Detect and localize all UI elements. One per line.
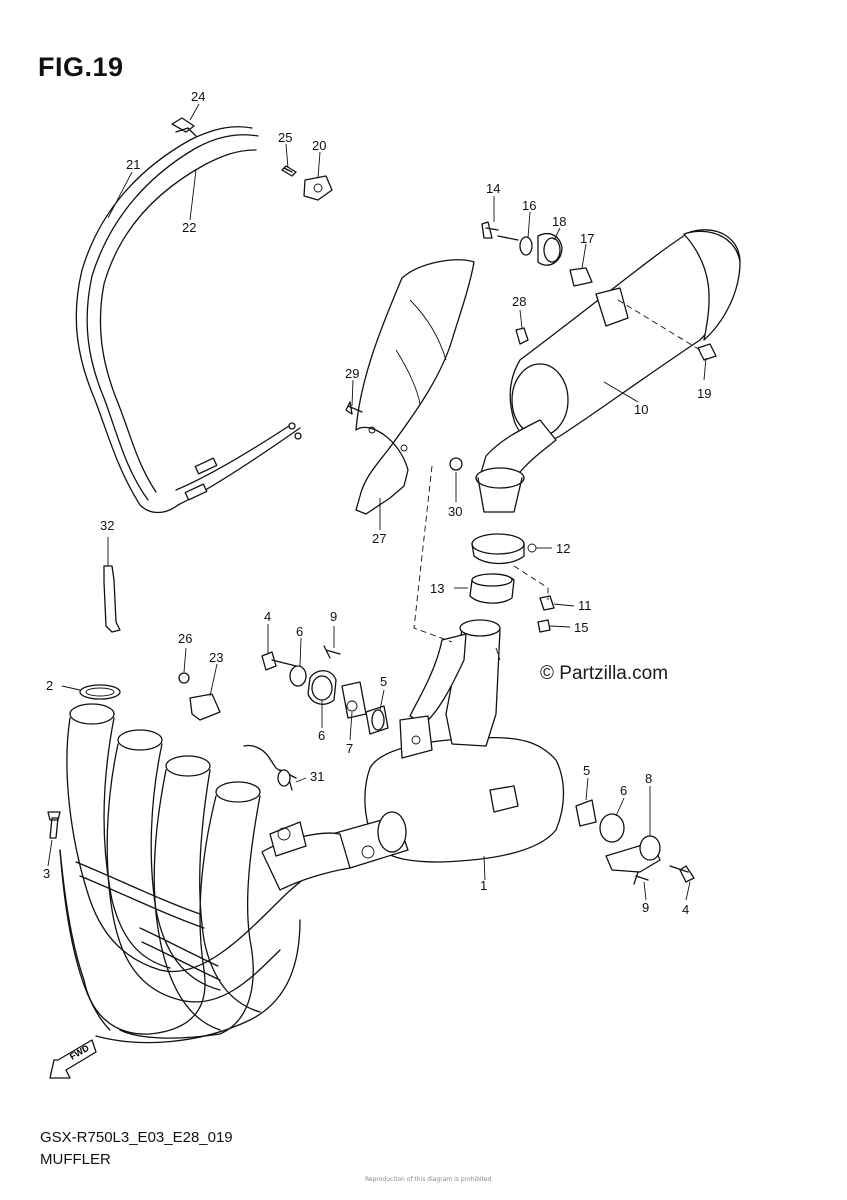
callout-24: 24 xyxy=(191,89,205,104)
callout-6: 6 xyxy=(318,728,325,743)
callout-2: 2 xyxy=(46,678,53,693)
callout-6: 6 xyxy=(296,624,303,639)
callout-1: 1 xyxy=(480,878,487,893)
callout-14: 14 xyxy=(486,181,500,196)
callout-9: 9 xyxy=(330,609,337,624)
bracket-32 xyxy=(103,565,121,633)
exhaust-header-pipes xyxy=(59,684,351,1044)
callout-5: 5 xyxy=(380,674,387,689)
callout-17: 17 xyxy=(580,231,594,246)
callout-30: 30 xyxy=(448,504,462,519)
partzilla-watermark: © Partzilla.com xyxy=(540,663,669,684)
callout-3: 3 xyxy=(43,866,50,881)
assembly-guide-lines xyxy=(413,299,701,661)
main-muffler xyxy=(331,619,565,869)
washer-30 xyxy=(449,457,463,471)
callout-leader-lines xyxy=(47,103,707,901)
diagram-name: MUFFLER xyxy=(40,1151,111,1168)
callout-25: 25 xyxy=(278,130,292,145)
callout-20: 20 xyxy=(312,138,326,153)
callout-19: 19 xyxy=(697,386,711,401)
callout-15: 15 xyxy=(574,620,588,635)
exhaust-valve-cables xyxy=(75,117,333,514)
heat-shield xyxy=(345,259,475,515)
callout-29: 29 xyxy=(345,366,359,381)
callout-4: 4 xyxy=(682,902,689,917)
callout-31: 31 xyxy=(310,769,324,784)
callout-11: 11 xyxy=(578,598,592,613)
callout-10: 10 xyxy=(634,402,648,417)
footnote: Reproduction of this diagram is prohibit… xyxy=(365,1176,492,1183)
callout-18: 18 xyxy=(552,214,566,229)
callout-16: 16 xyxy=(522,198,536,213)
bracket-23 xyxy=(189,693,221,721)
callout-27: 27 xyxy=(372,531,386,546)
callout-28: 28 xyxy=(512,294,526,309)
muffler-mount-hardware xyxy=(261,645,695,885)
callout-13: 13 xyxy=(430,581,444,596)
callout-numbers: 1 2 3 4 4 5 5 6 6 6 7 8 9 9 10 11 12 13 … xyxy=(43,89,711,917)
figure-title: FIG.19 xyxy=(38,52,124,82)
forward-arrow: FWD xyxy=(49,1039,97,1079)
joint-clamp xyxy=(469,533,555,633)
callout-21: 21 xyxy=(126,157,140,172)
callout-8: 8 xyxy=(645,771,652,786)
callout-22: 22 xyxy=(182,220,196,235)
callout-5: 5 xyxy=(583,763,590,778)
diagram-code: GSX-R750L3_E03_E28_019 xyxy=(40,1129,233,1146)
silencer-body xyxy=(475,229,741,513)
silencer-mount-hardware xyxy=(481,221,717,361)
callout-32: 32 xyxy=(100,518,114,533)
callout-9: 9 xyxy=(642,900,649,915)
bolt-3 xyxy=(47,811,61,839)
callout-4: 4 xyxy=(264,609,271,624)
callout-12: 12 xyxy=(556,541,570,556)
callout-26: 26 xyxy=(178,631,192,646)
callout-6: 6 xyxy=(620,783,627,798)
callout-23: 23 xyxy=(209,650,223,665)
callout-7: 7 xyxy=(346,741,353,756)
